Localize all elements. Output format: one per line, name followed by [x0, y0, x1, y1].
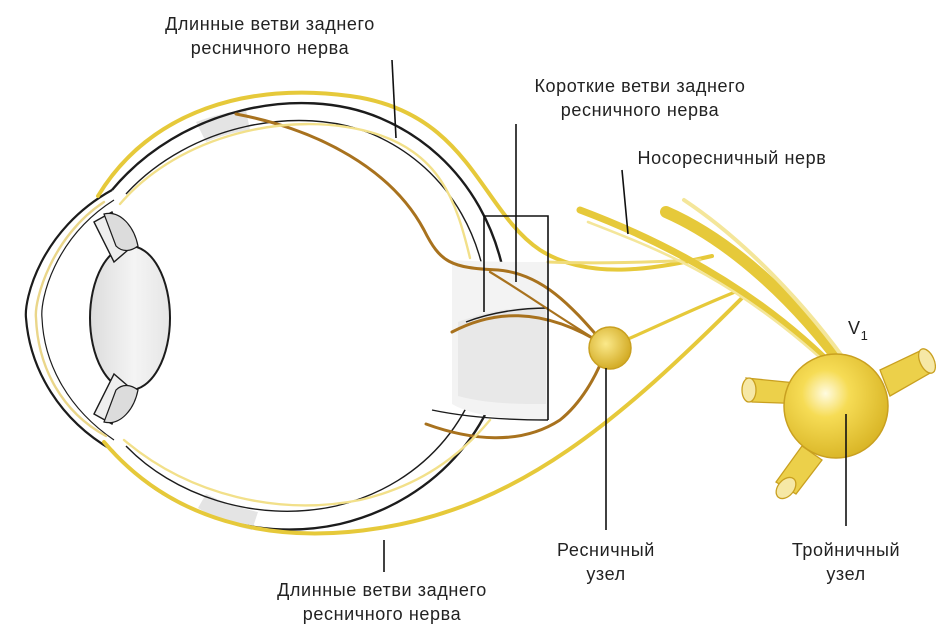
- label-long-branches-top-line2: ресничного нерва: [191, 38, 350, 58]
- vitreous: [132, 133, 470, 494]
- label-ciliary-ganglion-line2: узел: [586, 564, 625, 584]
- label-short-branches-line1: Короткие ветви заднего: [534, 76, 745, 96]
- label-long-branches-bottom-line1: Длинные ветви заднего: [277, 580, 487, 600]
- label-long-branches-top-line1: Длинные ветви заднего: [165, 14, 375, 34]
- leader-long-top: [392, 60, 396, 138]
- label-trigeminal-ganglion-line1: Тройничный: [792, 540, 900, 560]
- label-long-branches-bottom-line2: ресничного нерва: [303, 604, 462, 624]
- trigeminal-ganglion-body: [784, 354, 888, 458]
- label-short-branches-line2: ресничного нерва: [561, 100, 720, 120]
- ciliary-ganglion: [589, 327, 631, 369]
- label-v1-subscript: 1: [861, 328, 869, 343]
- label-trigeminal-ganglion-line2: узел: [826, 564, 865, 584]
- label-nasociliary: Носоресничный нерв: [638, 148, 827, 168]
- label-ciliary-ganglion-line1: Ресничный: [557, 540, 655, 560]
- trigeminal-ganglion: [742, 346, 936, 502]
- label-v1-main: V: [848, 318, 861, 338]
- lens: [90, 246, 170, 390]
- trigeminal-branch-left-cap: [742, 378, 756, 402]
- label-v1: V1: [848, 318, 868, 343]
